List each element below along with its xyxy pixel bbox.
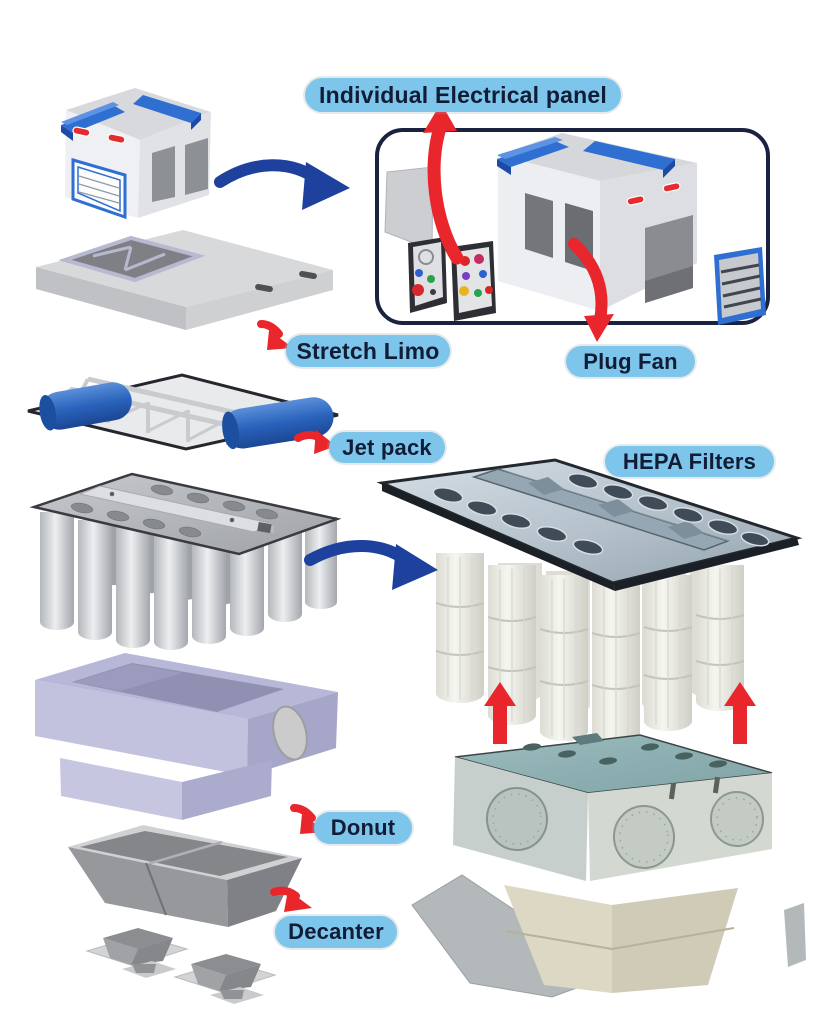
hopper-box-port-disk bbox=[272, 705, 308, 761]
vent-opening bbox=[152, 146, 175, 202]
hepa-cartridges-front bbox=[435, 553, 745, 743]
hepa-filter-bank bbox=[376, 458, 803, 743]
fan-box-small bbox=[61, 88, 211, 220]
collector-port bbox=[485, 787, 549, 851]
fan-window bbox=[525, 193, 553, 258]
control-panel-a bbox=[408, 237, 447, 313]
pyramid-hoppers bbox=[68, 825, 302, 1004]
skid-truss-opening bbox=[58, 235, 206, 283]
red-up-arrow-right bbox=[724, 682, 756, 744]
red-light bbox=[662, 182, 681, 193]
base-skid bbox=[36, 230, 333, 330]
control-panels bbox=[408, 237, 496, 321]
label-plug-fan: Plug Fan bbox=[566, 346, 695, 377]
blue-flow-arrow-to-hepa bbox=[304, 539, 438, 590]
collector-body bbox=[411, 733, 806, 998]
air-manifold-frame bbox=[27, 373, 339, 451]
red-arrow-to-electrical-label bbox=[423, 103, 464, 265]
label-hepa-filters: HEPA Filters bbox=[605, 446, 774, 477]
red-light bbox=[72, 126, 91, 137]
blue-rail-left bbox=[497, 137, 569, 175]
collector-port bbox=[612, 805, 676, 869]
hepa-tube-sheet bbox=[376, 458, 803, 591]
collector-latch bbox=[668, 782, 677, 800]
big-double-hopper bbox=[68, 825, 302, 927]
fan-box-small-top bbox=[66, 88, 211, 140]
skid-handle bbox=[255, 283, 273, 293]
blue-flow-arrow-to-panel bbox=[214, 159, 350, 210]
vent-opening bbox=[185, 138, 208, 195]
blue-rail-left bbox=[61, 102, 125, 141]
small-hopper bbox=[173, 954, 277, 1004]
collector-upper-box bbox=[453, 733, 773, 881]
collector-port bbox=[709, 791, 765, 847]
tube-sheet-holes bbox=[70, 484, 279, 538]
skid-handle bbox=[299, 270, 317, 280]
hopper-box-front bbox=[35, 680, 248, 776]
red-arrow-to-plug-fan-label bbox=[568, 238, 614, 342]
red-light bbox=[626, 195, 645, 206]
red-light bbox=[107, 133, 126, 144]
hopper-box-step-front bbox=[60, 758, 182, 820]
blue-rail-right bbox=[583, 141, 675, 178]
collector-latch bbox=[712, 776, 721, 794]
red-arrow-to-decanter-label bbox=[270, 886, 312, 912]
filter-sleeves-front bbox=[40, 512, 337, 650]
small-hopper bbox=[85, 928, 189, 978]
collector-skirt-sheet-right bbox=[784, 903, 806, 967]
fan-outlet-opening bbox=[645, 215, 693, 303]
air-tank-left bbox=[39, 382, 132, 431]
hopper-box-cavity-wall bbox=[74, 664, 182, 691]
hopper-box bbox=[35, 653, 338, 820]
collector-top-bracket bbox=[572, 733, 604, 745]
grille-panel bbox=[71, 158, 127, 220]
tube-sheet-assembly bbox=[29, 472, 342, 650]
louver-grille bbox=[714, 247, 766, 325]
skid-front-right bbox=[186, 270, 333, 330]
label-individual-electrical-panel: Individual Electrical panel bbox=[305, 78, 621, 112]
red-up-arrow-left bbox=[484, 682, 516, 744]
label-jet-pack: Jet pack bbox=[329, 432, 445, 463]
label-decanter: Decanter bbox=[275, 916, 397, 948]
collector-lower-body bbox=[504, 885, 738, 993]
label-donut: Donut bbox=[314, 812, 412, 844]
label-stretch-limo: Stretch Limo bbox=[286, 335, 450, 367]
hopper-box-step-right bbox=[182, 760, 272, 820]
skid-front-left bbox=[36, 267, 186, 330]
blue-rail-right bbox=[133, 95, 201, 130]
electrical-panel-group-outline bbox=[375, 128, 770, 325]
